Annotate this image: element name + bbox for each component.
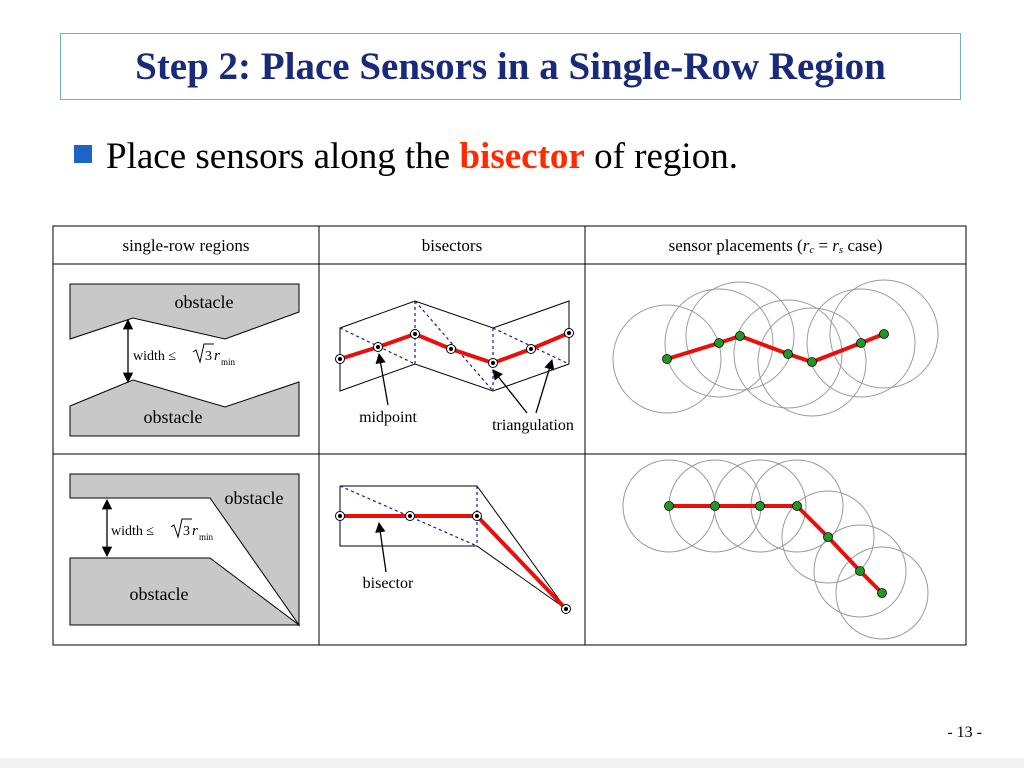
sensor-node xyxy=(662,354,672,364)
row2-coverage-circles xyxy=(622,459,929,640)
header-bisectors: bisectors xyxy=(421,236,483,255)
row1-region xyxy=(69,283,300,437)
bisector-arrow xyxy=(375,521,387,573)
row2-sqrt-value: 3 xyxy=(183,524,190,539)
sensor-node xyxy=(710,501,720,511)
row2-midpoints xyxy=(335,511,571,614)
row2-corridor-outline xyxy=(339,485,567,610)
row2-r-symbol: r xyxy=(192,523,198,539)
sensor-node xyxy=(856,338,866,348)
row1-obstacle-top-label: obstacle xyxy=(175,292,234,312)
row2-obstacle-top xyxy=(69,473,300,627)
row1-midpoint xyxy=(373,342,383,352)
row2-sensor-placement xyxy=(622,459,929,640)
sensor-node xyxy=(735,331,745,341)
row1-sqrt-value: 3 xyxy=(205,349,212,364)
row1-obstacle-top xyxy=(69,283,300,340)
row1-sqrt-radical xyxy=(192,343,214,364)
sensor-node xyxy=(664,501,674,511)
footer-band xyxy=(0,758,1024,768)
row2-obstacle-bottom xyxy=(69,557,301,626)
sensor-node xyxy=(879,329,889,339)
bullet-highlight: bisector xyxy=(459,135,585,177)
row2-midpoint xyxy=(561,604,571,614)
row2-region xyxy=(69,473,301,627)
page-number: - 13 - xyxy=(947,724,982,741)
midpoint-label: midpoint xyxy=(359,409,417,426)
row1-r-symbol: r xyxy=(214,348,220,364)
sensor-node xyxy=(714,338,724,348)
row2-width-label: width ≤ xyxy=(111,524,158,539)
row1-midpoint xyxy=(446,344,456,354)
row1-midpoint xyxy=(335,354,345,364)
row1-obstacle-bottom-label: obstacle xyxy=(144,407,203,427)
row1-midpoint xyxy=(410,329,420,339)
row1-sensors xyxy=(662,329,889,367)
row2-sqrt-radical xyxy=(170,518,192,539)
header-single-row-regions: single-row regions xyxy=(122,236,250,255)
sensor-node xyxy=(877,588,887,598)
row2-midpoint xyxy=(335,511,345,521)
row1-midpoints xyxy=(335,328,574,368)
midpoint-arrow xyxy=(375,352,389,406)
row1-width-label: width ≤ xyxy=(133,349,180,364)
sensor-node xyxy=(823,532,833,542)
row2-obstacle-bottom-label: obstacle xyxy=(130,584,189,604)
bullet-text-pre: Place sensors along the xyxy=(106,135,460,177)
header-sensor-placements: sensor placements (rc = rs case) xyxy=(668,236,883,256)
row1-sensor-path xyxy=(666,332,885,365)
row1-midpoint xyxy=(488,358,498,368)
row2-obstacle-top-label: obstacle xyxy=(225,488,284,508)
sensor-node xyxy=(807,357,817,367)
sensor-node xyxy=(855,566,865,576)
row1-midpoint xyxy=(526,344,536,354)
row2-bisector-line xyxy=(340,514,568,611)
row2-bisector-diagram xyxy=(335,485,571,614)
table-border xyxy=(52,225,967,646)
table-grid xyxy=(52,225,967,646)
bisector-label: bisector xyxy=(363,575,414,592)
sensor-node xyxy=(783,349,793,359)
triangulation-label: triangulation xyxy=(492,417,574,434)
row2-sensors xyxy=(664,501,887,598)
row1-midpoint xyxy=(564,328,574,338)
row2-midpoint xyxy=(405,511,415,521)
row2-midpoint xyxy=(472,511,482,521)
bullet-square-icon xyxy=(74,145,92,163)
slide-title-box: Step 2: Place Sensors in a Single-Row Re… xyxy=(60,33,961,100)
bullet-text-post: of region. xyxy=(584,135,738,177)
triangulation-arrow-right xyxy=(535,359,555,414)
triangulation-arrow-left xyxy=(492,369,528,414)
row1-r-sub: min xyxy=(221,357,236,367)
bullet-point: Place sensors along the bisector of regi… xyxy=(74,130,738,182)
row1-coverage-circles xyxy=(612,279,939,417)
row2-r-sub: min xyxy=(199,532,214,542)
sensor-node xyxy=(792,501,802,511)
row1-bisector-diagram xyxy=(335,300,574,414)
sensor-node xyxy=(755,501,765,511)
row1-sensor-placement xyxy=(612,279,939,417)
slide-title: Step 2: Place Sensors in a Single-Row Re… xyxy=(135,45,886,88)
